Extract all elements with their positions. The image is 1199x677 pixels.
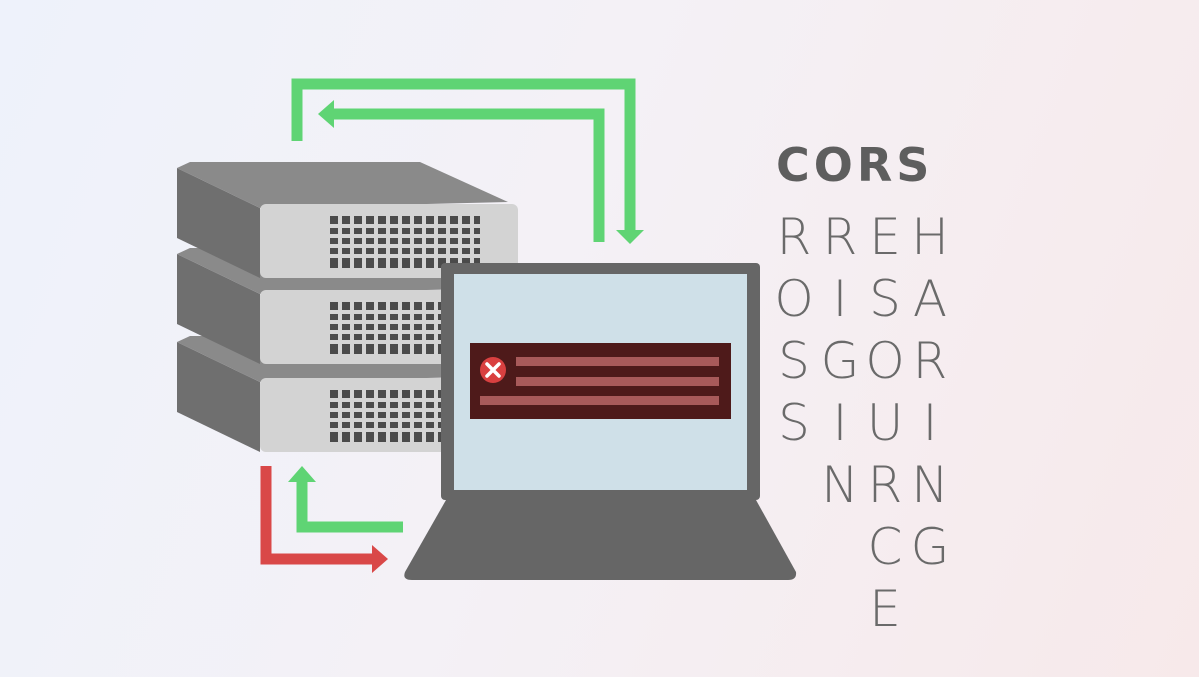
- acronym-letter: N: [911, 456, 949, 514]
- preflight-ok-arrowhead: [288, 466, 316, 482]
- server-unit: [177, 162, 518, 278]
- acronym-letter: C: [867, 518, 903, 576]
- error-message-line: [516, 377, 719, 386]
- error-message-line: [516, 357, 719, 366]
- acronym-letter: O: [865, 332, 905, 390]
- acronym-letter: E: [869, 580, 901, 638]
- inner-response-arrowhead: [318, 100, 334, 128]
- acronym-letter: O: [774, 270, 814, 328]
- outer-request-arrow: [291, 78, 636, 232]
- blocked-arrow: [260, 466, 374, 565]
- blocked-arrowhead: [372, 545, 388, 573]
- acronym-letter: H: [911, 208, 949, 266]
- inner-response-arrow: [332, 108, 605, 242]
- outer-request-arrowhead: [616, 230, 644, 244]
- acronym-letter: I: [832, 394, 848, 452]
- server-vent-grid: [330, 216, 480, 268]
- acronym-letter: S: [778, 332, 810, 390]
- acronym-column-cross: R O S S: [770, 206, 818, 454]
- acronym-letter: N: [821, 456, 859, 514]
- bottom-arrows: [260, 466, 403, 573]
- cors-title: CORS: [776, 138, 934, 192]
- acronym-letter: R: [776, 208, 812, 266]
- request-arrows: [291, 78, 644, 244]
- acronym-column-sharing: H A R I N G: [906, 206, 954, 578]
- acronym-letter: R: [912, 332, 948, 390]
- error-dialog: [470, 343, 731, 419]
- acronym-letter: R: [822, 208, 858, 266]
- laptop: [404, 263, 797, 580]
- acronym-column-resource: E S O U R C E: [861, 206, 909, 640]
- acronym-letter: R: [867, 456, 903, 514]
- acronym-letter: S: [778, 394, 810, 452]
- acronym-letter: G: [910, 518, 950, 576]
- acronym-letter: S: [869, 270, 901, 328]
- acronym-letter: G: [820, 332, 860, 390]
- preflight-ok-arrow: [296, 480, 403, 533]
- acronym-letter: U: [866, 394, 904, 452]
- acronym-letter: I: [922, 394, 938, 452]
- acronym-letter: E: [869, 208, 901, 266]
- acronym-letter: A: [912, 270, 948, 328]
- acronym-letter: I: [832, 270, 848, 328]
- acronym-column-origin: R I G I N: [816, 206, 864, 516]
- laptop-base: [404, 500, 797, 580]
- error-message-line: [480, 396, 719, 405]
